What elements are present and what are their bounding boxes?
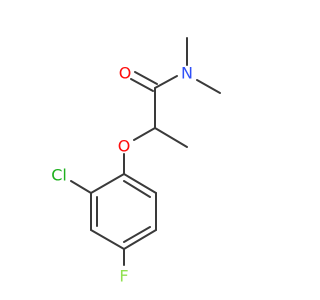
bond-c-n <box>154 75 178 89</box>
bond-carbonyl-double-b <box>134 71 158 85</box>
atom-chlorine: Cl <box>51 166 67 185</box>
structure-svg: O N O Cl F <box>51 37 221 286</box>
bonds <box>70 37 221 266</box>
atom-oxygen-ether: O <box>118 137 131 156</box>
atom-nitrogen: N <box>181 64 193 83</box>
ring-bond-4 <box>123 229 157 250</box>
atom-oxygen-carbonyl: O <box>119 64 132 83</box>
molecule-diagram: O N O Cl F <box>51 37 221 286</box>
ring-bond-3 <box>90 229 125 250</box>
atom-labels: O N O Cl F <box>51 64 193 286</box>
atom-fluorine: F <box>119 267 128 286</box>
ring-inner-2 <box>123 226 151 243</box>
ring-bond-1 <box>90 173 125 194</box>
bond-c-cl <box>70 180 92 194</box>
ring-inner-3 <box>123 180 151 198</box>
bond-carbonyl-double-a <box>130 78 154 92</box>
bond-ch-oxygen <box>133 127 156 141</box>
bond-n-methyl-2 <box>196 79 221 94</box>
ring-bond-6 <box>123 173 157 194</box>
bond-ch-methyl <box>154 127 188 148</box>
